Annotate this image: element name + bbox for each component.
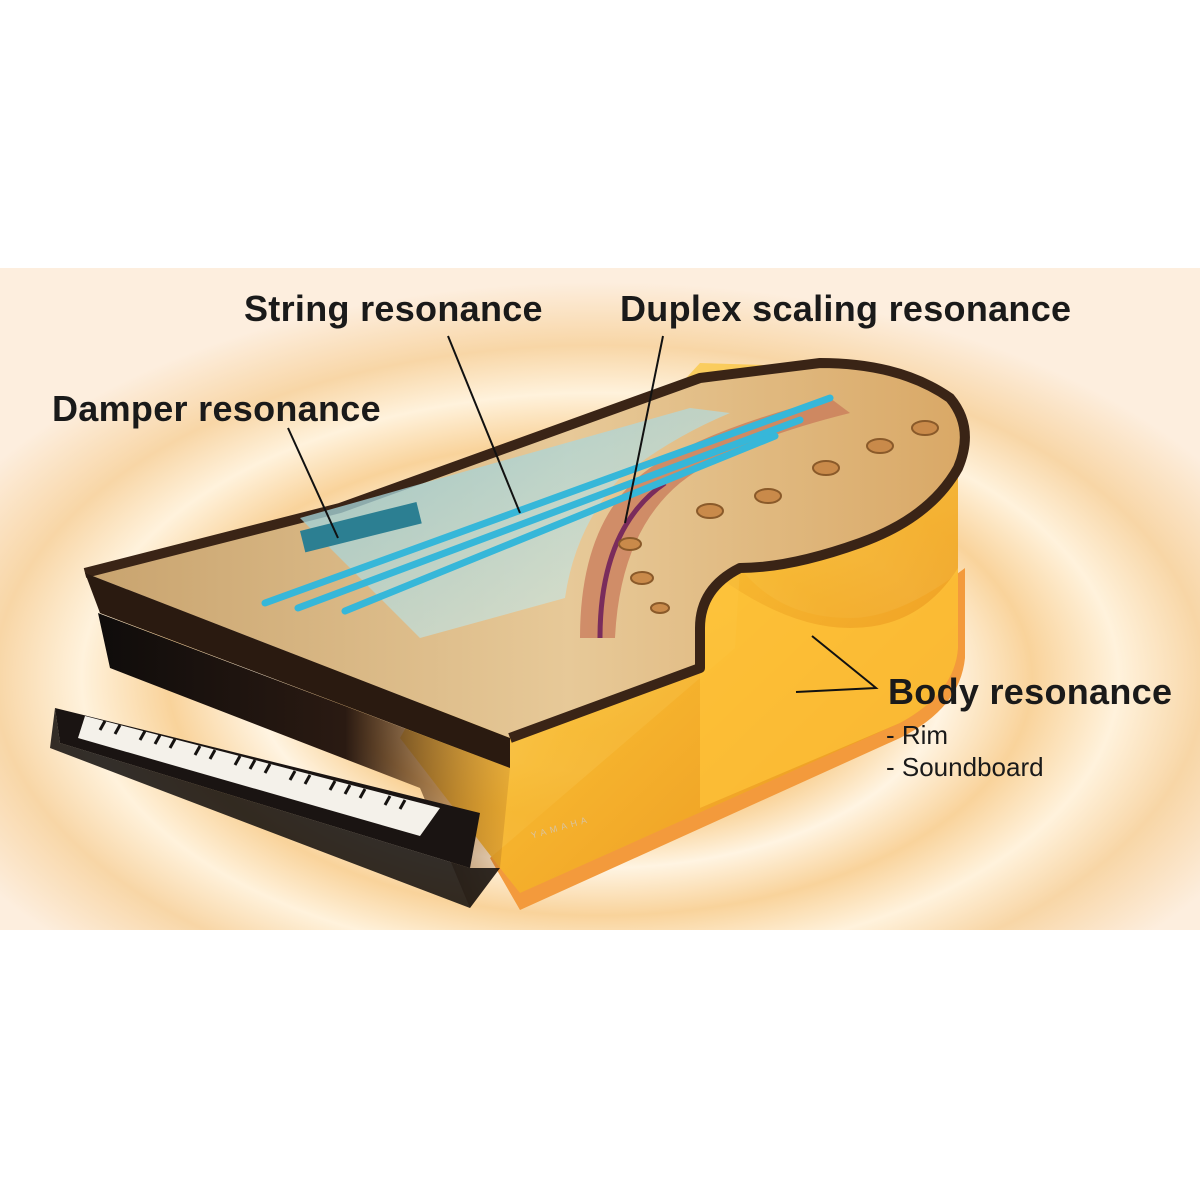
lid-edge xyxy=(83,358,970,743)
body-part-rim: - Rim xyxy=(886,720,949,750)
frame-holes xyxy=(618,420,939,614)
piano-front xyxy=(98,613,510,908)
leader-duplex xyxy=(624,335,664,524)
body-part-soundboard: - Soundboard xyxy=(886,752,1044,782)
leader-string xyxy=(447,335,521,514)
diagram-stage: YAMAHA String resonance Duplex scaling r… xyxy=(0,268,1200,930)
white-keys xyxy=(78,716,440,836)
string-lines xyxy=(261,394,834,615)
lid-front-edge xyxy=(85,573,510,768)
leader-lines xyxy=(287,335,879,693)
damper-resonance-label: Damper resonance xyxy=(52,388,381,429)
string-resonance-label: String resonance xyxy=(244,288,543,329)
bridge-curve xyxy=(580,398,850,638)
duplex-scaling-resonance-label: Duplex scaling resonance xyxy=(620,288,1072,329)
black-keys xyxy=(98,720,407,810)
body-side-highlight xyxy=(700,568,958,808)
leader-body xyxy=(795,635,879,693)
piano-resonance-diagram xyxy=(0,268,1200,930)
damper-bar xyxy=(299,501,422,553)
leader-damper xyxy=(287,427,339,539)
key-slip xyxy=(50,708,500,908)
body-resonance-label: Body resonance xyxy=(888,671,1173,712)
duplex-bridge xyxy=(597,480,667,639)
